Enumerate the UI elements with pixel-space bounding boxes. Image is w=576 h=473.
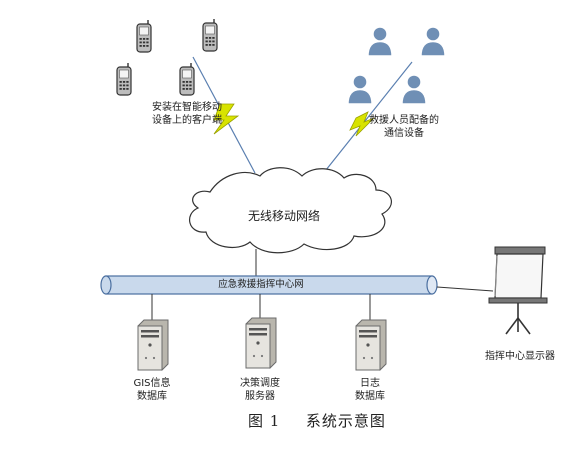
mobile-phone-icon (116, 62, 132, 96)
backbone-network-pipe (100, 275, 438, 295)
server-label-line: 数据库 (137, 391, 167, 402)
cloud-label: 无线移动网络 (247, 209, 320, 223)
server-icon (355, 319, 387, 371)
server-label-line: 服务器 (245, 391, 275, 402)
person-icon (367, 26, 393, 56)
rescue-devices-label-line: 救援人员配备的 (369, 115, 439, 126)
mobile-clients-label-line: 安装在智能移动 (152, 102, 222, 113)
server-label-line: 日志 (360, 378, 380, 389)
mobile-phone-icon (179, 62, 195, 96)
person-icon (347, 74, 373, 104)
figure-number: 图 1 (248, 412, 281, 430)
cloud-icon (189, 167, 392, 254)
person-icon (401, 74, 427, 104)
server-label-decision: 决策调度 服务器 (228, 377, 292, 403)
wireless-left-lightning-icon (213, 103, 240, 135)
server-label-line: GIS信息 (133, 378, 171, 389)
mobile-phone-icon (136, 19, 152, 53)
mobile-phone-icon (202, 18, 218, 52)
server-label-log: 日志 数据库 (338, 377, 402, 403)
figure-title: 系统示意图 (305, 412, 386, 430)
link-backbone-to-display (436, 286, 494, 292)
mobile-clients-label-line: 设备上的客户端 (152, 115, 222, 126)
projector-screen-icon (488, 246, 548, 335)
rescue-devices-label: 救援人员配备的 通信设备 (362, 114, 446, 140)
mobile-clients-label: 安装在智能移动 设备上的客户端 (145, 101, 229, 127)
figure-caption: 图 1 系统示意图 (248, 410, 386, 431)
server-label-gis: GIS信息 数据库 (120, 377, 184, 403)
server-label-line: 决策调度 (240, 378, 280, 389)
display-label: 指挥中心显示器 (485, 351, 555, 362)
rescue-devices-label-line: 通信设备 (384, 128, 424, 139)
backbone-label: 应急救援指挥中心网 (218, 279, 304, 290)
server-label-line: 数据库 (355, 391, 385, 402)
wireless-right-lightning-icon (349, 111, 375, 137)
server-icon (245, 317, 277, 369)
link-rescue-devices-to-cloud (317, 61, 413, 181)
person-icon (420, 26, 446, 56)
server-icon (137, 319, 169, 371)
